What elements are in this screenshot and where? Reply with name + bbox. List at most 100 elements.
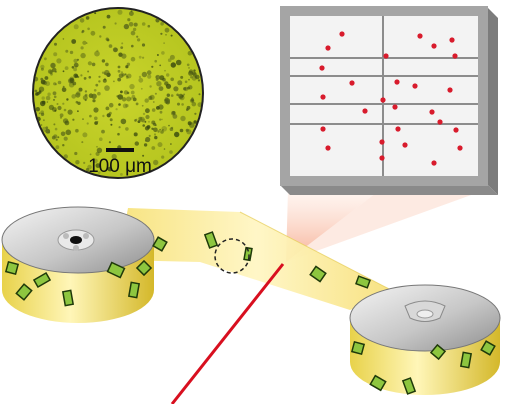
micrograph-speck <box>53 98 55 101</box>
detector-spot <box>325 145 331 151</box>
micrograph-speck <box>145 108 150 114</box>
micrograph-speck <box>80 46 84 50</box>
micrograph-speck <box>59 116 63 119</box>
micrograph-speck <box>105 37 109 41</box>
micrograph-speck <box>118 126 121 129</box>
micrograph-speck <box>99 35 102 38</box>
micrograph-speck <box>45 128 51 134</box>
micrograph-speck <box>172 114 178 119</box>
micrograph-speck <box>72 118 75 121</box>
micrograph-speck <box>159 128 162 131</box>
micrograph-speck <box>187 50 193 56</box>
micrograph-speck <box>125 65 129 69</box>
micrograph-speck <box>133 132 138 137</box>
micrograph-speck <box>45 126 49 129</box>
micrograph-speck <box>106 113 111 118</box>
micrograph-speck <box>71 94 76 99</box>
micrograph-speck <box>120 173 123 176</box>
micrograph-speck <box>127 18 131 22</box>
micrograph-speck <box>159 75 165 81</box>
micrograph-speck <box>134 141 139 146</box>
micrograph-speck <box>85 16 90 20</box>
micrograph-speck <box>74 151 78 156</box>
detector-spot <box>447 87 453 93</box>
micrograph-speck <box>153 159 159 166</box>
micrograph-speck <box>188 66 190 69</box>
micrograph-speck <box>73 62 79 68</box>
micrograph-speck <box>180 75 184 79</box>
micrograph-speck <box>147 24 151 28</box>
laser-beam <box>170 263 285 404</box>
micrograph-speck <box>114 158 117 161</box>
micrograph-speck <box>123 90 129 95</box>
micrograph-speck <box>170 94 174 97</box>
micrograph-speck <box>139 116 145 123</box>
micrograph-speck <box>114 22 117 25</box>
micrograph-speck <box>160 22 164 26</box>
micrograph-speck <box>77 110 79 113</box>
detector-spot <box>320 94 326 100</box>
micrograph-particles <box>34 9 202 176</box>
micrograph-speck <box>98 80 101 83</box>
micrograph-speck <box>141 71 148 78</box>
micrograph-speck <box>170 62 176 68</box>
micrograph-speck <box>131 44 134 48</box>
particle <box>243 246 253 262</box>
micrograph-speck <box>169 54 175 60</box>
detector-spot <box>362 108 368 114</box>
micrograph-speck <box>43 119 45 122</box>
micrograph-speck <box>75 160 80 165</box>
micrograph-speck <box>184 80 188 84</box>
micrograph-speck <box>154 59 157 63</box>
micrograph-speck <box>141 22 146 26</box>
micrograph-speck <box>62 70 65 73</box>
micrograph-speck <box>130 10 133 13</box>
micrograph-speck <box>145 136 151 143</box>
micrograph-speck <box>125 103 129 108</box>
micrograph-speck <box>87 70 90 73</box>
micrograph-speck <box>89 114 92 118</box>
micrograph-speck <box>144 98 149 103</box>
micrograph-speck <box>162 129 164 131</box>
micrograph-speck <box>101 71 105 74</box>
micrograph-speck <box>38 90 42 94</box>
micrograph-speck <box>146 70 152 75</box>
micrograph-speck <box>164 69 166 72</box>
micrograph-speck <box>138 77 144 83</box>
micrograph-speck <box>159 118 162 121</box>
micrograph-speck <box>193 120 197 124</box>
micrograph-speck <box>151 120 156 125</box>
micrograph-speck <box>151 146 156 150</box>
micrograph-speck <box>69 78 75 83</box>
micrograph-speck <box>76 91 81 96</box>
detector-spot <box>319 65 325 71</box>
micrograph-speck <box>149 94 155 100</box>
micrograph-speck <box>140 87 143 90</box>
micrograph-speck <box>138 55 142 59</box>
micrograph-speck <box>194 76 197 79</box>
micrograph-speck <box>170 34 173 37</box>
micrograph-speck <box>157 142 163 148</box>
micrograph-speck <box>159 64 162 67</box>
micrograph-speck <box>156 54 159 56</box>
micrograph-speck <box>62 38 65 40</box>
micrograph-speck <box>185 128 189 132</box>
micrograph-speck <box>124 73 127 76</box>
micrograph-speck <box>179 128 184 133</box>
micrograph-speck <box>132 27 137 32</box>
micrograph-speck <box>55 138 58 141</box>
micrograph-speck <box>91 93 97 100</box>
particle <box>401 377 417 395</box>
micrograph-speck <box>45 95 51 101</box>
takeup-reel <box>349 284 501 395</box>
micrograph-speck <box>75 128 79 133</box>
micrograph-speck <box>117 94 124 100</box>
micrograph-speck <box>108 44 113 48</box>
micrograph-speck <box>51 135 56 140</box>
micrograph-speck <box>81 141 84 144</box>
micrograph-field <box>34 9 202 177</box>
micrograph-speck <box>113 80 115 83</box>
micrograph-speck <box>160 32 163 35</box>
detector-spot <box>431 43 437 49</box>
scattered-light-cone-side <box>286 190 485 262</box>
